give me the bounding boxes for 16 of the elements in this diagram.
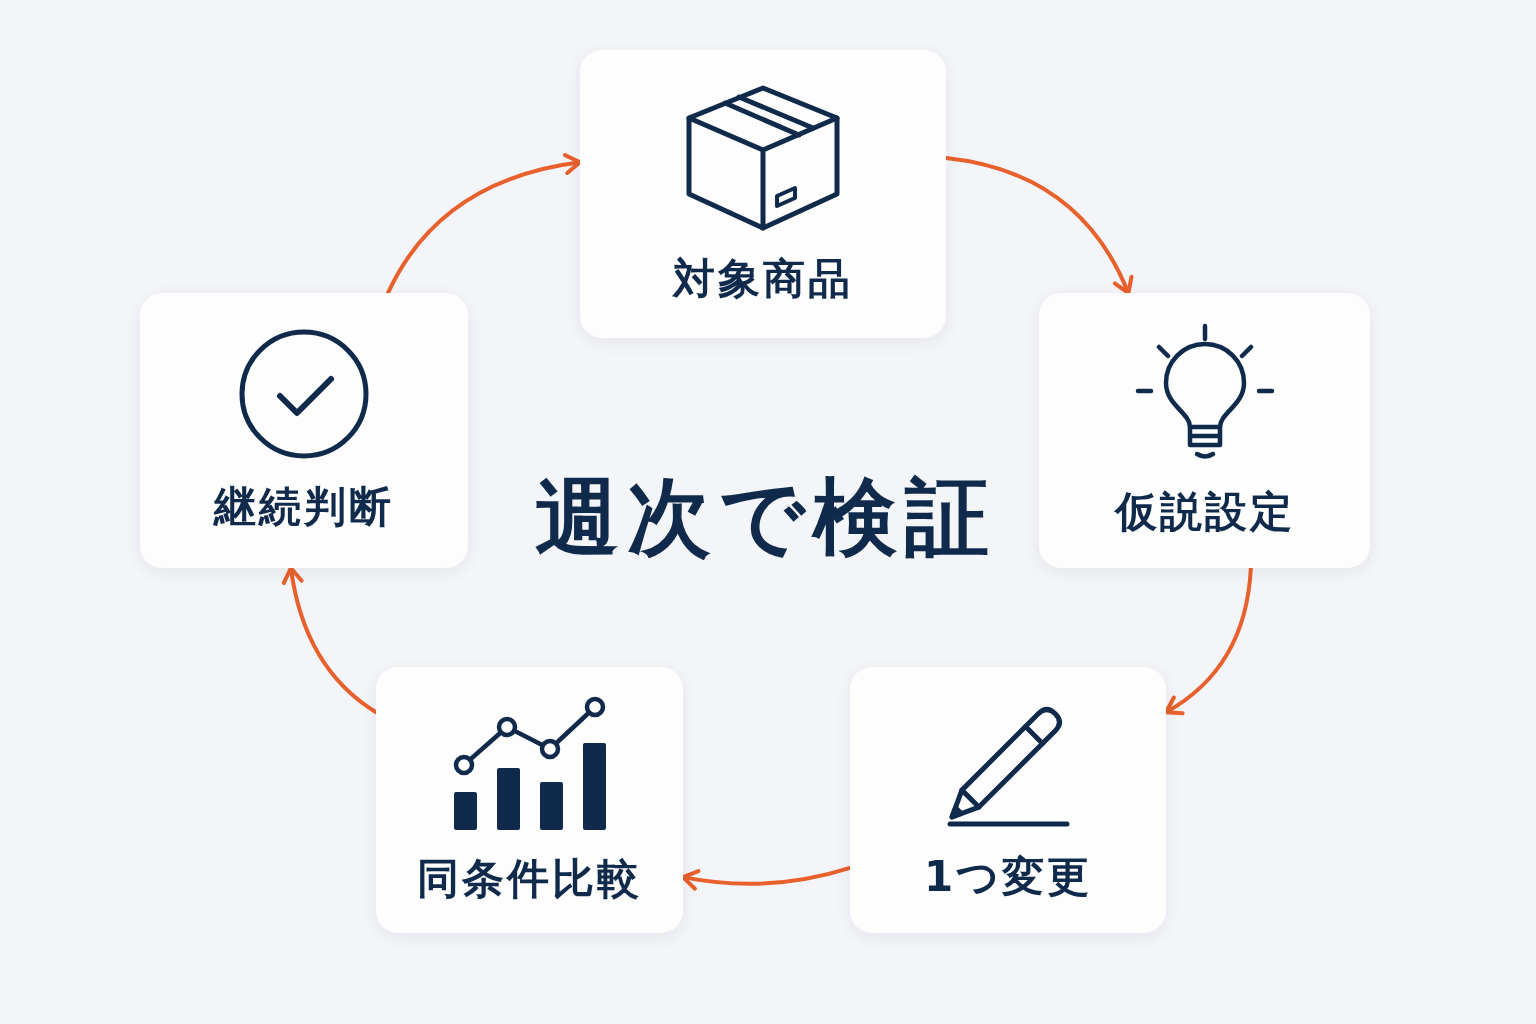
step-label: 対象商品 xyxy=(673,253,853,305)
step-label: 1つ変更 xyxy=(923,851,1093,903)
step-card xyxy=(1039,293,1370,568)
diagram-title: 週次で検証 xyxy=(535,468,997,566)
step-label: 同条件比較 xyxy=(417,853,642,905)
step-label: 継続判断 xyxy=(214,482,394,533)
curved-arrow xyxy=(944,156,1133,295)
step-label: 仮説設定 xyxy=(1114,487,1295,538)
curved-arrow xyxy=(282,566,378,715)
curved-arrow xyxy=(681,865,852,891)
step-card xyxy=(140,293,468,568)
step-card xyxy=(850,667,1166,933)
step-card xyxy=(580,50,946,338)
curved-arrow xyxy=(385,153,582,295)
step-card xyxy=(376,667,683,933)
curved-arrow xyxy=(1164,566,1253,715)
